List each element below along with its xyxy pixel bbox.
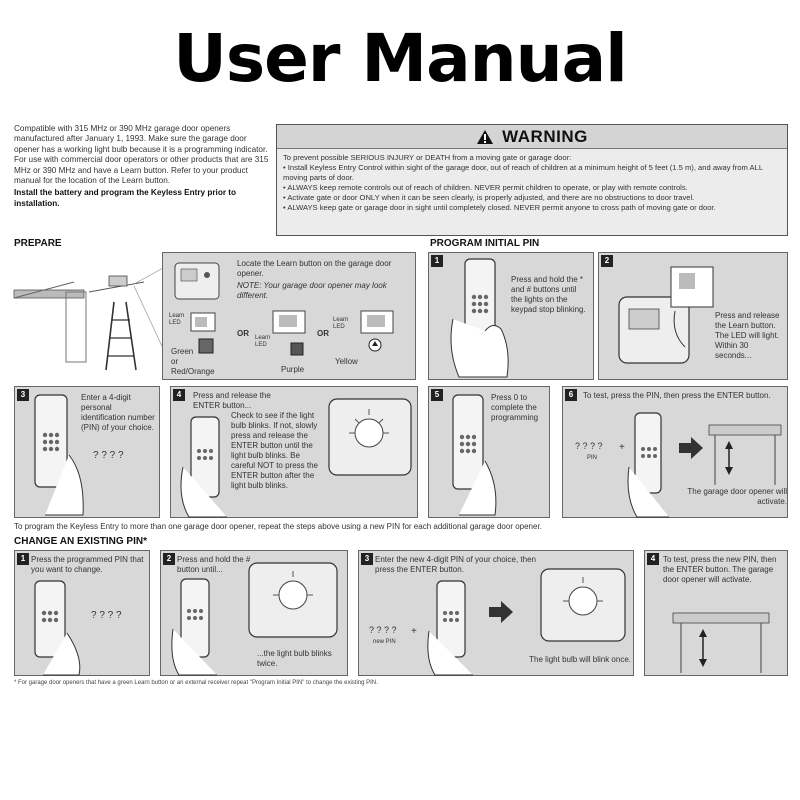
garage-ladder-illustration <box>13 261 175 373</box>
red-orange-label: Red/Orange <box>171 367 215 376</box>
change-step-3: 3 Enter the new 4-digit PIN of your choi… <box>358 550 634 676</box>
change-step-3-text: Enter the new 4-digit PIN of your choice… <box>375 555 536 574</box>
step-number: 1 <box>17 553 29 565</box>
change-footnote: * For garage door openers that have a gr… <box>14 680 378 686</box>
hand-keypad-illustration <box>450 258 509 378</box>
prepare-note: NOTE: Your garage door opener may look d… <box>237 281 387 300</box>
change-step-3-result: The light bulb will blink once. <box>529 655 631 664</box>
warning-item: Install Keyless Entry Control within sig… <box>283 163 781 183</box>
change-step-2-result: ...the light bulb blinks twice. <box>257 649 332 668</box>
warning-item: ALWAYS keep remote controls out of reach… <box>283 183 781 193</box>
program-step-1: 1 Press and hold the * and # buttons unt… <box>428 252 594 380</box>
change-step-4: 4 To test, press the new PIN, then the E… <box>644 550 788 676</box>
warning-box: WARNING To prevent possible SERIOUS INJU… <box>276 124 788 236</box>
program-step-4-text-a: Press and release the ENTER button... <box>193 391 271 410</box>
intro-paragraph-compat: Compatible with 315 MHz or 390 MHz garag… <box>14 124 268 154</box>
hand-keypad-illustration <box>627 412 669 518</box>
warning-body: To prevent possible SERIOUS INJURY or DE… <box>277 149 787 235</box>
hand-keypad-illustration <box>171 578 217 676</box>
program-step-6-text: To test, press the PIN, then press the E… <box>583 391 771 400</box>
opener-press-learn-illustration <box>618 266 714 364</box>
hand-keypad-illustration <box>34 394 84 516</box>
arrow-right-icon <box>489 601 513 623</box>
prepare-text: Locate the Learn button on the garage do… <box>237 259 392 278</box>
prepare-heading: PREPARE <box>14 238 62 249</box>
program-step-2-text: Press and release the Learn button. The … <box>715 311 780 360</box>
warning-header: WARNING <box>277 125 787 149</box>
change-step-2: 2 Press and hold the # button until... .… <box>160 550 348 676</box>
program-step-5: 5 Press 0 to complete the programming <box>428 386 550 518</box>
step-number: 1 <box>431 255 443 267</box>
intro-paragraph-commercial: For use with commercial door operators o… <box>14 155 269 186</box>
green-learn-panel-icon <box>190 312 216 354</box>
program-step-4-text-b: Check to see if the light bulb blinks. I… <box>231 411 318 490</box>
or-red-label: or <box>171 357 179 366</box>
step-number: 4 <box>173 389 185 401</box>
purple-learn-panel-icon <box>272 310 306 356</box>
hand-keypad-illustration <box>180 416 227 518</box>
pin-placeholder: ? ? ? ? <box>91 610 122 621</box>
pin-label: PIN <box>587 455 598 461</box>
new-pin-label: new PIN <box>373 639 396 645</box>
step-number: 2 <box>601 255 613 267</box>
garage-door-open-illustration <box>708 424 782 485</box>
page-title: User Manual <box>173 20 628 97</box>
step-number: 3 <box>361 553 373 565</box>
warning-item: ALWAYS keep gate or garage door in sight… <box>283 203 781 213</box>
step-number: 2 <box>163 553 175 565</box>
arrow-right-icon <box>679 437 703 459</box>
plus-sign: + <box>619 442 625 453</box>
pin-placeholder: ? ? ? ? <box>575 441 603 451</box>
program-step-5-text: Press 0 to complete the programming <box>491 393 539 422</box>
garage-door-open-illustration <box>672 612 770 673</box>
step-number: 3 <box>17 389 29 401</box>
warning-item: Activate gate or door ONLY when it can b… <box>283 193 781 203</box>
warning-lead: To prevent possible SERIOUS INJURY or DE… <box>283 153 572 162</box>
program-step-6: 6 To test, press the PIN, then press the… <box>562 386 788 518</box>
program-step-2: 2 Press and release the Learn button. Th… <box>598 252 788 380</box>
learn-led-label: Learn LED <box>169 313 185 326</box>
prepare-panel: Locate the Learn button on the garage do… <box>162 252 416 380</box>
light-bulb-blink-illustration <box>328 398 412 476</box>
yellow-label: Yellow <box>335 357 358 366</box>
purple-label: Purple <box>281 365 305 374</box>
step-number: 6 <box>565 389 577 401</box>
green-label: Green <box>171 347 194 356</box>
yellow-learn-panel-icon <box>360 310 394 352</box>
hand-keypad-illustration <box>427 580 473 676</box>
warning-triangle-icon <box>477 129 494 144</box>
step-number: 4 <box>647 553 659 565</box>
program-step-3-text: Enter a 4-digit personal identification … <box>81 393 155 432</box>
hand-keypad-illustration <box>34 580 81 676</box>
intro-paragraph-install: Install the battery and program the Keyl… <box>14 188 237 208</box>
light-bulb-blink-illustration <box>248 562 338 638</box>
change-step-1: 1 Press the programmed PIN that you want… <box>14 550 150 676</box>
change-step-4-text: To test, press the new PIN, then the ENT… <box>663 555 777 584</box>
hand-keypad-illustration <box>452 394 497 516</box>
change-step-2-text: Press and hold the # button until... <box>177 555 251 574</box>
program-step-3: 3 Enter a 4-digit personal identificatio… <box>14 386 160 518</box>
program-step-4: 4 Press and release the ENTER button... … <box>170 386 418 518</box>
pin-placeholder: ? ? ? ? <box>369 625 397 635</box>
or-separator: OR <box>237 329 249 338</box>
program-heading: PROGRAM INITIAL PIN <box>430 238 540 249</box>
pin-placeholder: ? ? ? ? <box>93 450 124 461</box>
repeat-note: To program the Keyless Entry to more tha… <box>14 522 542 531</box>
change-heading: CHANGE AN EXISTING PIN* <box>14 536 147 547</box>
intro-text: Compatible with 315 MHz or 390 MHz garag… <box>14 124 272 209</box>
light-bulb-blink-illustration <box>540 568 626 642</box>
opener-learn-button-illustration <box>174 262 220 300</box>
program-step-6-result: The garage door opener will activate. <box>687 487 787 506</box>
plus-sign: + <box>411 626 417 637</box>
program-step-1-text: Press and hold the * and # buttons until… <box>511 275 586 314</box>
warning-title: WARNING <box>502 126 588 146</box>
warning-list: Install Keyless Entry Control within sig… <box>283 163 781 213</box>
change-step-1-text: Press the programmed PIN that you want t… <box>31 555 144 574</box>
step-number: 5 <box>431 389 443 401</box>
or-separator: OR <box>317 329 329 338</box>
